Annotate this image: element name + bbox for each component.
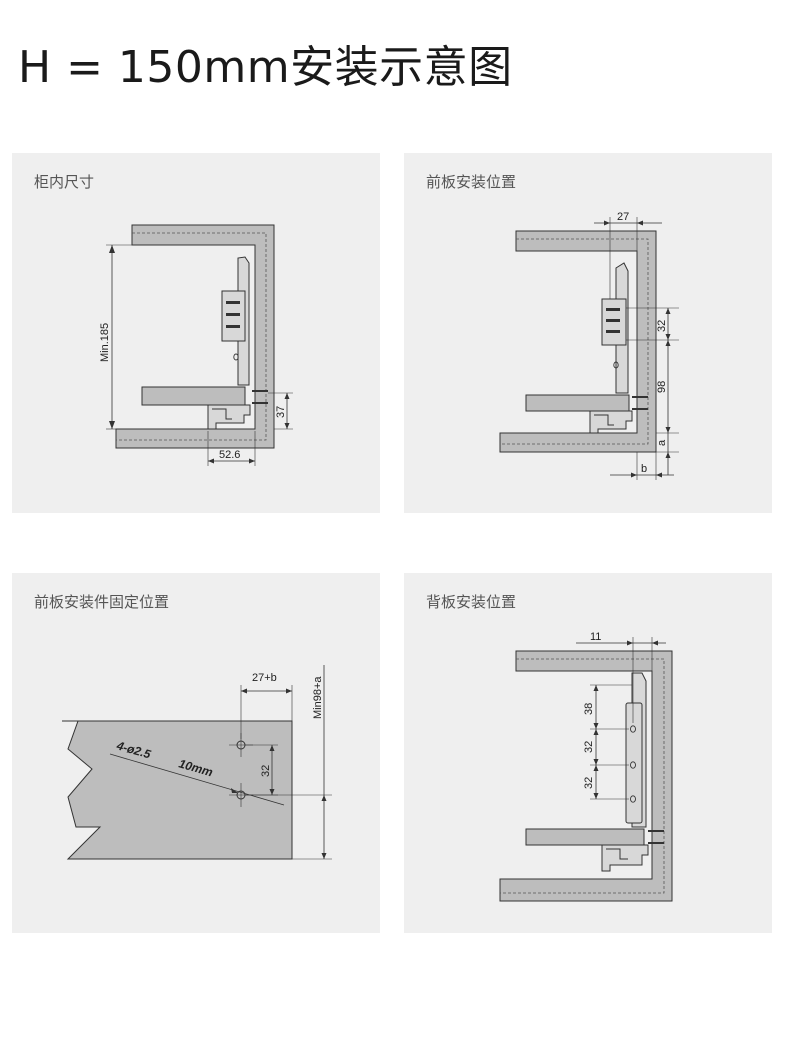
drawer-bottom-board [525, 394, 630, 412]
panel-caption: 前板安装位置 [426, 173, 517, 191]
dim-height: 98 [656, 381, 668, 393]
rail-profile [207, 404, 251, 430]
cabinet-inner-diagram: Min.185 37 52.6 [99, 224, 293, 466]
back-fitting [625, 702, 643, 824]
rail-profile [601, 844, 649, 872]
dim-depth: 52.6 [219, 449, 240, 461]
dim-offset: 27+b [252, 672, 277, 684]
cabinet-board [499, 230, 657, 453]
front-board [62, 720, 293, 860]
cabinet-board [499, 650, 673, 902]
dim-spacing-2: 32 [583, 777, 595, 789]
dim-height: Min98+a [312, 676, 324, 719]
dim-spacing: 32 [656, 320, 668, 332]
panel-back-panel-position: 背板安装位置 11 38 32 32 [404, 573, 772, 933]
back-panel-position-diagram: 11 38 32 32 [499, 631, 673, 902]
drawer-bottom-board [525, 828, 645, 846]
panel-front-panel-position: 前板安装位置 27 32 98 a [404, 153, 772, 513]
dim-min-height: Min.185 [99, 323, 111, 362]
drawer-bottom-board [141, 386, 246, 406]
dim-top: 38 [583, 703, 595, 715]
dim-spacing: 32 [260, 765, 272, 777]
dim-spacing-1: 32 [583, 741, 595, 753]
rail-profile [589, 410, 633, 434]
front-fitting-fixing-diagram: 4-ø2.5 10mm 27+b 32 Min98+a [62, 665, 332, 860]
dim-rail-height: 37 [275, 406, 287, 418]
dim-offset: 11 [590, 631, 601, 643]
page-title: H = 150mm安装示意图 [18, 42, 513, 93]
panel-front-fitting-fixing-position: 前板安装件固定位置 4-ø2.5 10mm 27+b 32 Min98+a [12, 573, 380, 933]
front-panel-position-diagram: 27 32 98 a b [499, 211, 679, 480]
cabinet-inner-dashed [116, 232, 267, 441]
dim-a: a [656, 439, 668, 446]
dim-top-offset: 27 [617, 211, 629, 223]
panel-caption: 前板安装件固定位置 [34, 593, 170, 611]
panel-cabinet-inner-dimensions: 柜内尺寸 Min.185 37 52.6 [12, 153, 380, 513]
panel-caption: 背板安装位置 [426, 593, 517, 611]
dim-b: b [641, 463, 647, 475]
panel-caption: 柜内尺寸 [34, 173, 95, 191]
